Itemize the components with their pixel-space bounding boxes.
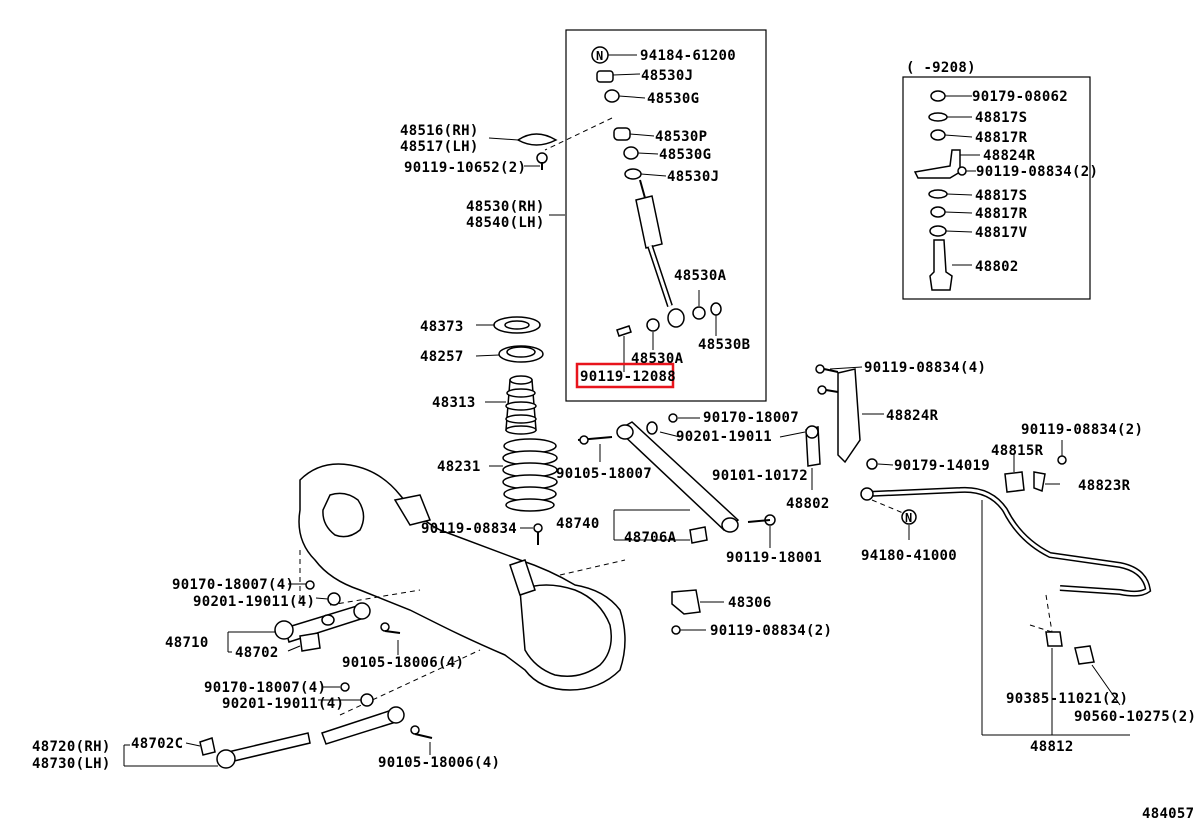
part-label[interactable]: 48530J <box>641 68 693 84</box>
part-label[interactable]: 90105-18006(4) <box>342 655 464 671</box>
inset-header: ( -9208) <box>906 60 976 76</box>
stabilizer-bar: N <box>860 440 1152 736</box>
bumper-bracket <box>671 589 724 635</box>
stabilizer-bracket <box>779 364 894 490</box>
part-label[interactable]: 90119-08834(4) <box>864 360 986 376</box>
part-label[interactable]: 48530B <box>698 337 750 353</box>
svg-text:N: N <box>905 511 912 525</box>
axle-housing <box>298 463 626 716</box>
shock-absorber-detail-frame <box>565 29 767 402</box>
part-label[interactable]: 48730(LH) <box>32 756 111 772</box>
part-label[interactable]: 90170-18007 <box>703 410 799 426</box>
upper-control-arm <box>577 413 776 548</box>
part-label[interactable]: 48530J <box>667 169 719 185</box>
part-label[interactable]: 48817R <box>975 130 1028 146</box>
part-label[interactable]: 48530G <box>647 91 699 107</box>
part-label[interactable]: 90119-08834(2) <box>976 164 1098 180</box>
part-label[interactable]: 48231 <box>437 459 481 475</box>
shock-leaders <box>544 54 717 372</box>
part-label[interactable]: 48540(LH) <box>466 215 545 231</box>
highlighted-part-label[interactable]: 90119-12088 <box>580 369 676 385</box>
part-label[interactable]: 90170-18007(4) <box>204 680 326 696</box>
part-label[interactable]: 90179-14019 <box>894 458 990 474</box>
spring-stack <box>475 316 558 545</box>
part-labels: 94184-61200 48530J 48530G 48530P 48530G … <box>32 48 1196 822</box>
part-label[interactable]: 48823R <box>1078 478 1131 494</box>
part-label[interactable]: 48530A <box>631 351 684 367</box>
part-label[interactable]: 90201-19011(4) <box>222 696 344 712</box>
part-label[interactable]: 48306 <box>728 595 772 611</box>
part-label[interactable]: 48530A <box>674 268 727 284</box>
inset-parts <box>913 90 980 291</box>
part-label[interactable]: 90119-08834(2) <box>1021 422 1143 438</box>
highlight-box <box>575 362 675 389</box>
svg-text:N: N <box>596 49 603 63</box>
inset-frame <box>902 76 1091 300</box>
part-label[interactable]: 48817S <box>975 188 1027 204</box>
part-label[interactable]: 90201-19011(4) <box>193 594 315 610</box>
part-label[interactable]: 90170-18007(4) <box>172 577 294 593</box>
part-label[interactable]: 48702C <box>131 736 183 752</box>
part-label[interactable]: 48740 <box>556 516 600 532</box>
part-label[interactable]: 48817V <box>975 225 1028 241</box>
part-label[interactable]: 90119-18001 <box>726 550 822 566</box>
part-label[interactable]: 48824R <box>983 148 1036 164</box>
lateral-rod <box>123 682 433 769</box>
part-label[interactable]: 48257 <box>420 349 464 365</box>
part-label[interactable]: 48720(RH) <box>32 739 111 755</box>
part-label[interactable]: 48530P <box>655 129 707 145</box>
part-label[interactable]: 48710 <box>165 635 209 651</box>
part-label[interactable]: 90119-08834(2) <box>710 623 832 639</box>
part-label[interactable]: 48706A <box>624 530 677 546</box>
part-label[interactable]: 48812 <box>1030 739 1074 755</box>
part-label[interactable]: 90201-19011 <box>676 429 772 445</box>
part-label[interactable]: 90179-08062 <box>972 89 1068 105</box>
lower-control-arm <box>227 580 401 655</box>
part-label[interactable]: 90385-11021(2) <box>1006 691 1128 707</box>
upper-mount-parts <box>488 133 558 170</box>
part-label[interactable]: 94184-61200 <box>640 48 736 64</box>
part-label[interactable]: 48824R <box>886 408 939 424</box>
part-label[interactable]: 48815R <box>991 443 1044 459</box>
part-label[interactable]: 48373 <box>420 319 464 335</box>
part-label[interactable]: 90119-10652(2) <box>404 160 526 176</box>
part-label[interactable]: 48517(LH) <box>400 139 479 155</box>
part-label[interactable]: 90101-10172 <box>712 468 808 484</box>
part-label[interactable]: 48530(RH) <box>466 199 545 215</box>
part-label[interactable]: 48313 <box>432 395 476 411</box>
part-label[interactable]: 90119-08834 <box>421 521 517 537</box>
part-label[interactable]: 90105-18006(4) <box>378 755 500 771</box>
part-label[interactable]: 94180-41000 <box>861 548 957 564</box>
part-label[interactable]: 48530G <box>659 147 711 163</box>
part-label[interactable]: 48516(RH) <box>400 123 479 139</box>
diagram-id: 484057 <box>1142 806 1194 822</box>
part-label[interactable]: 48817R <box>975 206 1028 222</box>
part-label[interactable]: 48817S <box>975 110 1027 126</box>
part-label[interactable]: 90105-18007 <box>556 466 652 482</box>
part-label[interactable]: 48702 <box>235 645 279 661</box>
part-label[interactable]: 48802 <box>786 496 830 512</box>
shock-absorber-body <box>635 195 663 249</box>
part-label[interactable]: 90560-10275(2) <box>1074 709 1196 725</box>
part-label[interactable]: 48802 <box>975 259 1019 275</box>
